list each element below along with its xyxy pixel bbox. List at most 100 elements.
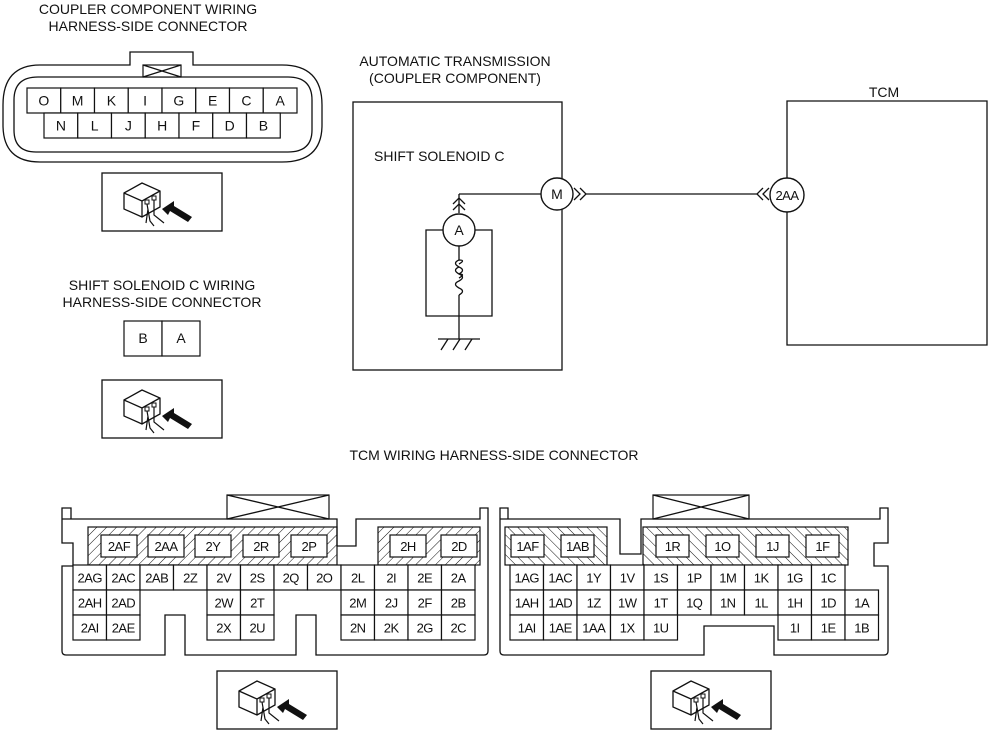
pin-cell <box>245 112 281 139</box>
connector-arrow-icon <box>573 187 587 201</box>
pin-cell <box>576 564 612 591</box>
pin-label-2b: 2B <box>451 596 466 611</box>
pin-cell <box>93 87 129 114</box>
shift-solenoid-c-symbol: A <box>425 193 545 351</box>
pin-label-2ah: 2AH <box>78 596 102 611</box>
pin-label-j: J <box>125 118 132 134</box>
tcm-connector-title: TCM WIRING HARNESS-SIDE CONNECTOR <box>349 447 638 463</box>
pin-cell <box>542 614 578 641</box>
pin-label-k: K <box>107 93 117 109</box>
solenoid-terminal-a: A <box>454 222 464 238</box>
pin-cell <box>844 614 880 641</box>
pin-cell <box>777 614 813 641</box>
pin-label-1h: 1H <box>787 596 803 611</box>
pin-cell <box>105 564 141 591</box>
pin-label-1q: 1Q <box>686 596 703 611</box>
pin-cell <box>609 589 645 616</box>
pin-label-2g: 2G <box>417 621 434 636</box>
pin-cell <box>72 564 108 591</box>
pin-label-n: N <box>56 118 66 134</box>
pin-cell <box>144 112 180 139</box>
pin-label-1u: 1U <box>653 621 669 636</box>
solenoid-pin-a: A <box>176 330 186 346</box>
harness-side-view-icon <box>101 172 223 232</box>
pin-label-1ah: 1AH <box>515 596 539 611</box>
pin-label-f: F <box>192 118 201 134</box>
pin-cell <box>542 564 578 591</box>
pin-cell <box>110 112 146 139</box>
pin-label-a: A <box>275 93 285 109</box>
pin-cell <box>407 614 443 641</box>
pin-label-1p: 1P <box>687 571 702 586</box>
pin-label-d: D <box>225 118 235 134</box>
pin-label-2ai: 2AI <box>81 621 99 636</box>
pin-cell <box>290 534 328 558</box>
solenoid-name: SHIFT SOLENOID C <box>374 148 504 164</box>
pin-label-2a: 2A <box>451 571 467 586</box>
pin-label-2j: 2J <box>385 596 398 611</box>
pin-label-2e: 2E <box>417 571 433 586</box>
pin-cell <box>373 589 409 616</box>
coupler-connector-title-line2: HARNESS-SIDE CONNECTOR <box>49 18 248 34</box>
pin-cell <box>743 589 779 616</box>
pin-label-2z: 2Z <box>183 571 198 586</box>
pin-label-1m: 1M <box>719 571 736 586</box>
pin-cell <box>609 564 645 591</box>
pin-label-b: B <box>259 118 268 134</box>
pin-label-1aa: 1AA <box>582 621 606 636</box>
pin-label-1r: 1R <box>665 539 681 554</box>
pin-cell <box>206 589 242 616</box>
pin-cell <box>262 87 298 114</box>
coupler-terminal-m: M <box>551 186 563 202</box>
pin-cell <box>810 589 846 616</box>
pin-label-1b: 1B <box>854 621 869 636</box>
pin-label-1t: 1T <box>654 596 669 611</box>
pin-label-1x: 1X <box>620 621 636 636</box>
harness-side-view-icon <box>650 670 772 730</box>
pin-cell <box>206 614 242 641</box>
pin-label-2l: 2L <box>351 571 365 586</box>
pin-cell <box>373 614 409 641</box>
pin-cell <box>100 534 138 558</box>
pin-label-h: H <box>157 118 167 134</box>
pin-label-2w: 2W <box>215 596 235 611</box>
solenoid-connector: B A <box>123 320 201 357</box>
pin-label-2t: 2T <box>250 596 265 611</box>
pin-label-2n: 2N <box>350 621 366 636</box>
pin-label-1y: 1Y <box>586 571 602 586</box>
pin-label-2ab: 2AB <box>145 571 168 586</box>
pin-label-2v: 2V <box>216 571 232 586</box>
coupler-terminal-circle <box>540 177 574 211</box>
pin-cell <box>810 614 846 641</box>
pin-label-2d: 2D <box>451 539 467 554</box>
pin-label-2f: 2F <box>418 596 433 611</box>
pin-cell <box>805 534 840 558</box>
pin-cell <box>60 87 96 114</box>
pin-label-2af: 2AF <box>108 539 131 554</box>
pin-cell <box>105 614 141 641</box>
pin-cell <box>242 534 280 558</box>
pin-label-1af: 1AF <box>516 539 539 554</box>
pin-label-2ac: 2AC <box>111 571 135 586</box>
pin-label-1f: 1F <box>815 539 830 554</box>
at-title-line2: (COUPLER COMPONENT) <box>369 70 541 86</box>
pin-cell <box>147 534 185 558</box>
pin-cell <box>560 534 595 558</box>
tcm-title: TCM <box>869 84 899 100</box>
connector-arrow-icon <box>756 187 770 201</box>
pin-label-2m: 2M <box>349 596 366 611</box>
pin-label-1a: 1A <box>854 596 870 611</box>
at-title-line1: AUTOMATIC TRANSMISSION <box>359 53 550 69</box>
pin-cell <box>239 614 275 641</box>
pin-label-2q: 2Q <box>283 571 300 586</box>
pin-label-1ab: 1AB <box>566 539 589 554</box>
pin-cell <box>509 614 545 641</box>
pin-cell <box>77 112 113 139</box>
solenoid-connector-title-line1: SHIFT SOLENOID C WIRING <box>69 277 255 293</box>
pin-label-l: L <box>91 118 99 134</box>
pin-label-2p: 2P <box>302 539 317 554</box>
pin-cell <box>643 589 679 616</box>
tcm-terminal-circle <box>769 177 805 213</box>
